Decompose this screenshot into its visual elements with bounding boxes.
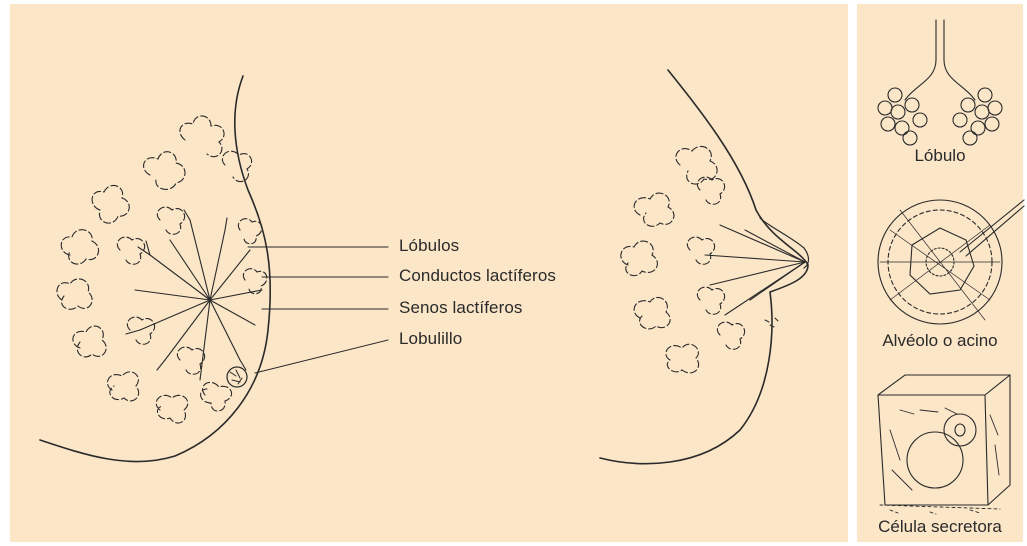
label-lobulillo: Lobulillo xyxy=(399,329,462,349)
lobulo-illustration xyxy=(878,20,1002,145)
label-conductos-lactiferos: Conductos lactíferos xyxy=(399,266,556,286)
celula-illustration xyxy=(878,375,1010,514)
label-senos-lactiferos: Senos lactíferos xyxy=(399,298,523,318)
alveolo-illustration xyxy=(878,200,1024,324)
front-breast-illustration xyxy=(40,76,388,462)
side-breast-illustration xyxy=(600,70,809,464)
caption-lobulo: Lóbulo xyxy=(857,146,1023,166)
caption-celula-secretora: Célula secretora xyxy=(857,517,1023,537)
caption-alveolo-o-acino: Alvéolo o acino xyxy=(857,331,1023,351)
label-lobulos: Lóbulos xyxy=(399,236,459,256)
